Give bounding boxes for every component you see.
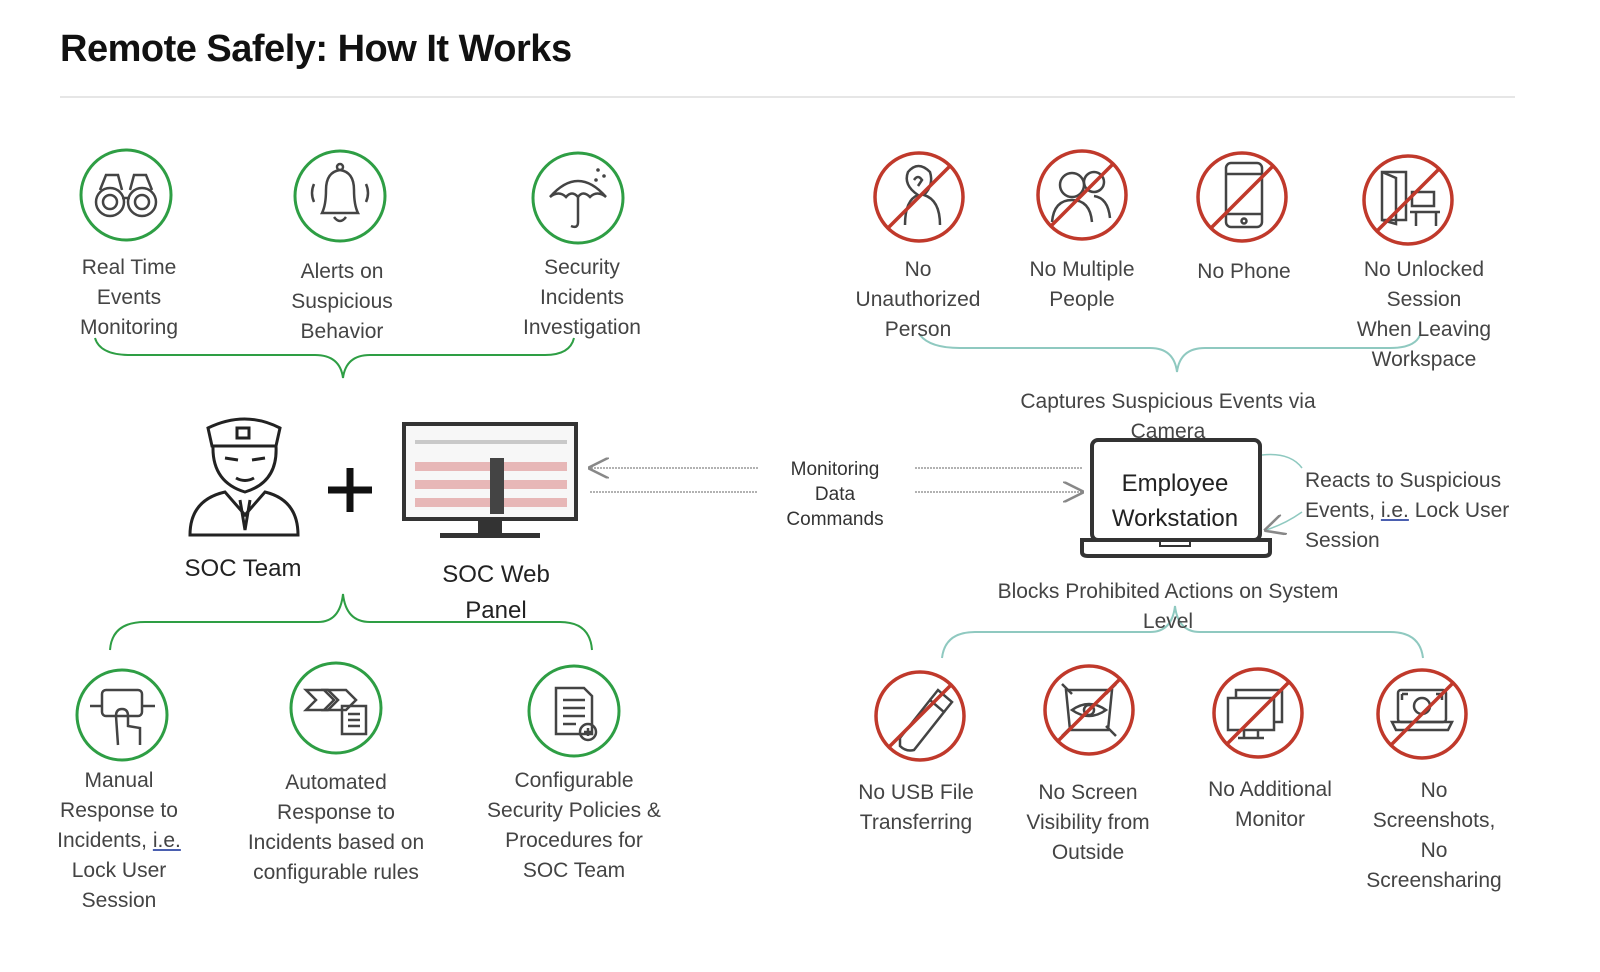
- document-policy-icon: [527, 664, 621, 758]
- screen-visibility-icon: [1043, 664, 1135, 756]
- label-blocks-prohibited: Blocks Prohibited Actions on System Leve…: [997, 580, 1339, 633]
- label-alerts-suspicious: Alerts on Suspicious Behavior: [291, 260, 393, 343]
- top-right-brace: [919, 334, 1421, 373]
- label-captures-suspicious: Captures Suspicious Events via Camera: [1020, 390, 1316, 443]
- unlocked-session-icon: [1362, 154, 1454, 246]
- label-no-usb: No USB File Transferring: [858, 781, 974, 834]
- bottom-right-brace: [941, 605, 1424, 659]
- label-no-multiple-people: No Multiple People: [1029, 258, 1135, 311]
- multiple-people-icon: [1036, 149, 1128, 241]
- label-no-phone: No Phone: [1197, 260, 1291, 283]
- reacts-arrow: [1266, 511, 1303, 530]
- label-automated-response: Automated Response to Incidents based on…: [247, 771, 425, 884]
- label-configurable-policies: Configurable Security Policies & Procedu…: [487, 769, 661, 882]
- label-security-incidents: Security Incidents Investigation: [523, 256, 641, 339]
- screenshot-icon: [1376, 668, 1468, 760]
- label-soc-web-panel: SOC Web Panel: [442, 561, 550, 624]
- soc-officer-icon: [188, 417, 300, 537]
- label-employee-workstation: Employee Workstation: [1111, 470, 1239, 532]
- page-title: Remote Safely: How It Works: [60, 28, 572, 70]
- top-left-brace: [94, 337, 575, 379]
- phone-icon: [1196, 151, 1288, 243]
- label-no-unauthorized: No Unauthorized Person: [855, 258, 981, 341]
- label-manual-response: Manual Response to Incidents, i.e. Lock …: [57, 769, 181, 912]
- automation-icon: [289, 661, 383, 755]
- label-real-time-events: Real Time Events Monitoring: [79, 256, 179, 339]
- bell-icon: [293, 149, 387, 243]
- label-no-screen-visibility: No Screen Visibility from Outside: [1026, 781, 1150, 864]
- binoculars-icon: [79, 148, 173, 242]
- unauthorized-person-icon: [873, 151, 965, 243]
- hand-keyboard-icon: [75, 668, 169, 762]
- label-reacts-suspicious: Reacts to Suspicious Events, i.e. Lock U…: [1305, 469, 1510, 552]
- label-no-screenshots: No Screenshots, No Screensharing: [1366, 779, 1502, 892]
- additional-monitor-icon: [1212, 667, 1304, 759]
- soc-web-panel-monitor: [402, 422, 578, 538]
- reacts-curve-top: [1261, 453, 1303, 469]
- label-no-unlocked-session: No Unlocked Session When Leaving Workspa…: [1356, 258, 1492, 371]
- title-divider: [60, 96, 1515, 98]
- label-no-additional-monitor: No Additional Monitor: [1208, 778, 1332, 831]
- usb-icon: [874, 670, 966, 762]
- employee-laptop-icon: [1080, 438, 1272, 558]
- label-soc-team: SOC Team: [184, 555, 302, 582]
- bottom-left-brace: [109, 593, 593, 651]
- label-monitoring-data-commands: Monitoring Data Commands: [786, 459, 884, 530]
- plus-icon: [328, 468, 372, 512]
- umbrella-icon: [531, 151, 625, 245]
